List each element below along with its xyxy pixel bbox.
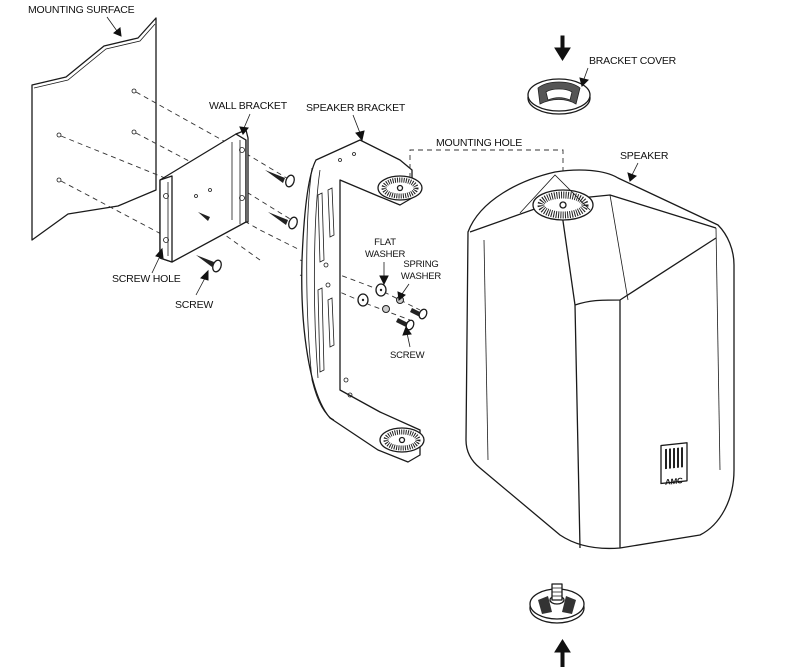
bottom-knob	[529, 583, 585, 624]
bracket-cover	[527, 78, 591, 115]
speaker	[465, 169, 735, 550]
label-spring-washer: SPRING WASHER	[398, 259, 444, 283]
label-flat-washer-line1: FLAT	[374, 237, 396, 248]
label-spring-washer-line1: SPRING	[403, 259, 439, 270]
logo-text: AMC	[665, 476, 683, 487]
amc-logo	[660, 442, 688, 485]
label-screw-speaker: SCREW	[390, 350, 425, 361]
label-screw-wall: SCREW	[175, 299, 214, 311]
washers-and-screws	[357, 283, 428, 331]
label-spring-washer-line2: WASHER	[400, 271, 442, 282]
down-arrow-icon	[554, 35, 571, 61]
label-mounting-surface: MOUNTING SURFACE	[28, 4, 135, 16]
label-flat-washer: FLAT WASHER	[365, 237, 405, 261]
mounting-surface	[31, 17, 157, 241]
label-screw-hole: SCREW HOLE	[112, 273, 181, 285]
wall-screws	[196, 170, 298, 273]
mounting-hole-leader	[409, 149, 564, 200]
label-bracket-cover: BRACKET COVER	[589, 55, 677, 67]
up-arrow-icon	[554, 639, 571, 667]
wall-bracket	[159, 129, 249, 263]
speaker-bracket	[301, 139, 425, 463]
label-mounting-hole: MOUNTING HOLE	[436, 137, 523, 149]
label-speaker: SPEAKER	[620, 150, 669, 162]
label-flat-washer-line2: WASHER	[365, 249, 406, 260]
leader-arrows	[106, 16, 639, 348]
label-wall-bracket: WALL BRACKET	[209, 100, 287, 112]
label-speaker-bracket: SPEAKER BRACKET	[306, 102, 406, 114]
